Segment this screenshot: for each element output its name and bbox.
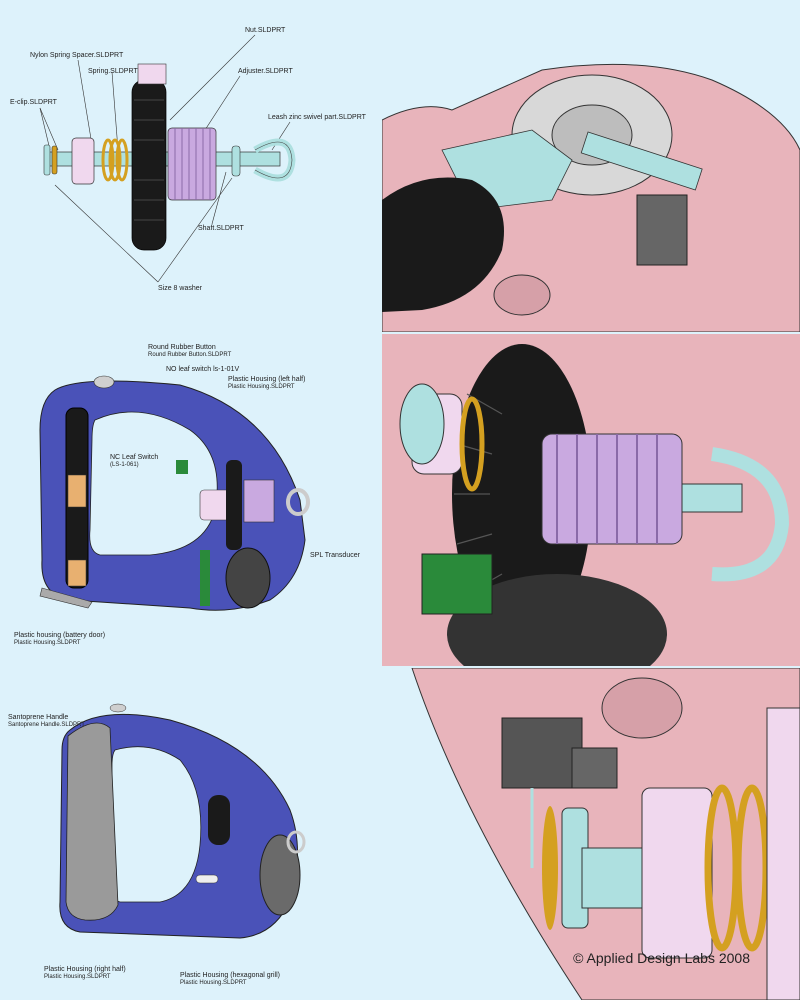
label-battery-door: Plastic housing (battery door)Plastic Ho… <box>14 632 106 647</box>
closeup-nut-view <box>382 334 800 666</box>
label-spring: Spring.SLDPRT <box>88 68 138 75</box>
label-nylon-spacer: Nylon Spring Spacer.SLDPRT <box>30 52 124 59</box>
label-leash: Leash zinc swivel part.SLDPRT <box>268 114 366 121</box>
label-nut: Nut.SLDPRT <box>245 27 286 34</box>
label-eclip: E-clip.SLDPRT <box>10 99 57 106</box>
label-washer: Size 8 washer <box>158 285 202 292</box>
label-transducer: SPL Transducer <box>310 552 360 559</box>
label-adjuster: Adjuster.SLDPRT <box>238 68 293 75</box>
label-housing-left: Plastic Housing (left half)Plastic Housi… <box>228 376 306 391</box>
label-no-switch: NO leaf switch ls-1-01V <box>166 366 240 373</box>
closeup-switch-view <box>382 0 800 332</box>
closeup-eclip-view <box>382 668 800 1000</box>
label-grill: Plastic Housing (hexagonal grill)Plastic… <box>180 972 280 987</box>
label-nc-switch: NC Leaf Switch(LS-1-061) <box>110 454 159 469</box>
copyright-text: © Applied Design Labs 2008 <box>573 950 750 966</box>
label-housing-right: Plastic Housing (right half)Plastic Hous… <box>44 966 126 981</box>
label-shaft: Shaft.SLDPRT <box>198 225 244 232</box>
exploded-assembly-diagram: Nylon Spring Spacer.SLDPRT Nut.SLDPRT Sp… <box>0 0 380 330</box>
